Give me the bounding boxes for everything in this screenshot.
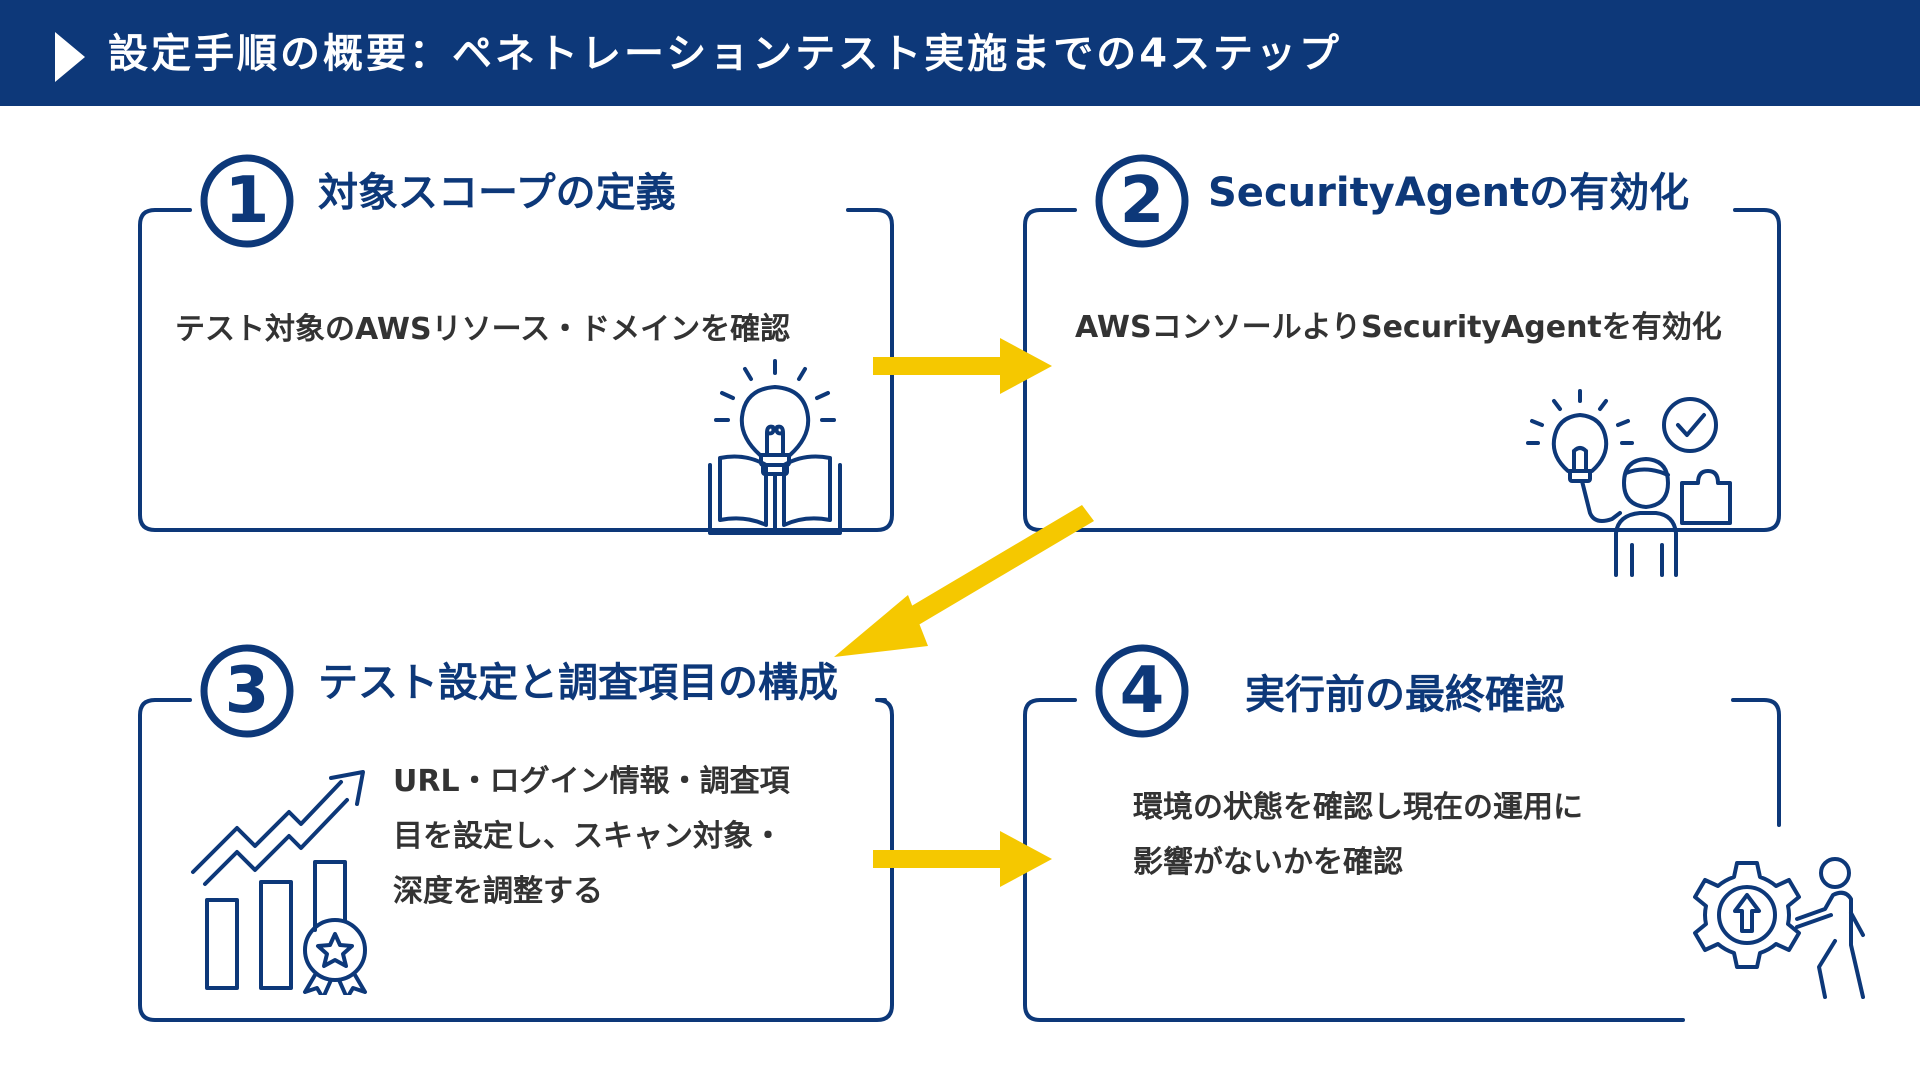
step-2-title: SecurityAgentの有効化: [1208, 170, 1690, 216]
step-4-description-line: 環境の状態を確認し現在の運用に: [1133, 790, 1583, 825]
play-marker-icon: [55, 32, 85, 82]
step-4-card-frame-right: [1731, 698, 1781, 827]
step-4-description-line: 影響がないかを確認: [1133, 845, 1403, 880]
step-2-description: AWSコンソールよりSecurityAgentを有効化: [1075, 310, 1722, 345]
step-4-number-circle: [1095, 644, 1189, 738]
step-3-description: URL・ログイン情報・調査項 目を設定し、スキャン対象・ 深度を調整する: [393, 754, 790, 919]
step-3-number-circle: [200, 644, 294, 738]
step-2-number-circle: [1095, 154, 1189, 248]
page-title: 設定手順の概要：ペネトレーションテスト実施までの4ステップ: [108, 31, 1343, 77]
step-2-number: 2: [1119, 164, 1165, 238]
step-3-card-frame: [138, 698, 894, 1022]
person-gear-upload-icon: [1693, 857, 1865, 999]
arrow-1-to-2: [873, 338, 1052, 394]
step-4-description: 環境の状態を確認し現在の運用に 影響がないかを確認: [1133, 780, 1583, 890]
person-idea-check-icon: [1526, 389, 1732, 577]
step-3-title: テスト設定と調査項目の構成: [318, 660, 838, 706]
step-1-title: 対象スコープの定義: [318, 170, 676, 216]
arrow-3-to-4: [873, 831, 1052, 887]
step-3-number: 3: [224, 654, 270, 728]
step-3-description-line: 深度を調整する: [393, 874, 603, 909]
growth-chart-award-icon: [191, 770, 367, 995]
step-1-description: テスト対象のAWSリソース・ドメインを確認: [175, 312, 791, 347]
step-4-title: 実行前の最終確認: [1245, 672, 1565, 718]
step-1-number: 1: [224, 164, 270, 238]
step-4-number: 4: [1119, 654, 1165, 728]
step-3-description-line: 目を設定し、スキャン対象・: [393, 819, 783, 854]
step-3-description-line: URL・ログイン情報・調査項: [393, 764, 790, 799]
arrow-2-to-3: [834, 505, 1094, 657]
header-bar: 設定手順の概要：ペネトレーションテスト実施までの4ステップ: [0, 0, 1920, 106]
step-2-card-frame: [1023, 208, 1781, 532]
idea-book-icon: [708, 359, 842, 535]
step-1-card-frame: [138, 208, 894, 532]
step-1-number-circle: [200, 154, 294, 248]
